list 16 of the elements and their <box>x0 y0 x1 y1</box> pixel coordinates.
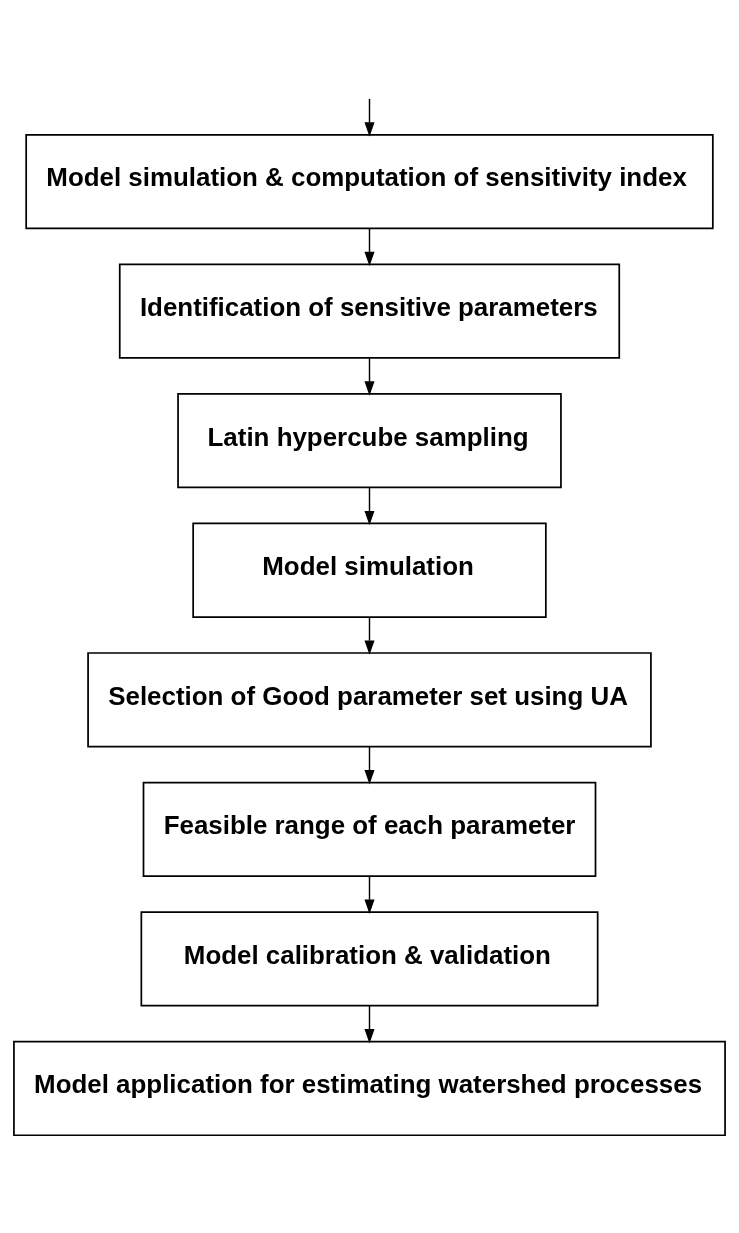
node-box: Feasible range of each parameter <box>142 781 597 877</box>
node-box: Model application for estimating watershed processes <box>13 1040 726 1137</box>
node-box: Model simulation & computation of sensitivity index <box>25 133 714 230</box>
arrow <box>364 746 375 785</box>
arrow <box>364 357 375 396</box>
arrow <box>364 616 375 655</box>
node-box: Model simulation <box>192 522 547 618</box>
arrow <box>364 487 375 526</box>
arrow <box>364 98 375 137</box>
node-box: Identification of sensitive parameters <box>118 263 621 359</box>
node-box: Latin hypercube sampling <box>177 393 562 489</box>
arrow <box>364 228 375 267</box>
node-box: Selection of Good parameter set using UA <box>87 652 652 748</box>
node-box: Model calibration & validation <box>140 911 599 1007</box>
arrow <box>364 875 375 914</box>
arrow <box>364 1005 375 1044</box>
